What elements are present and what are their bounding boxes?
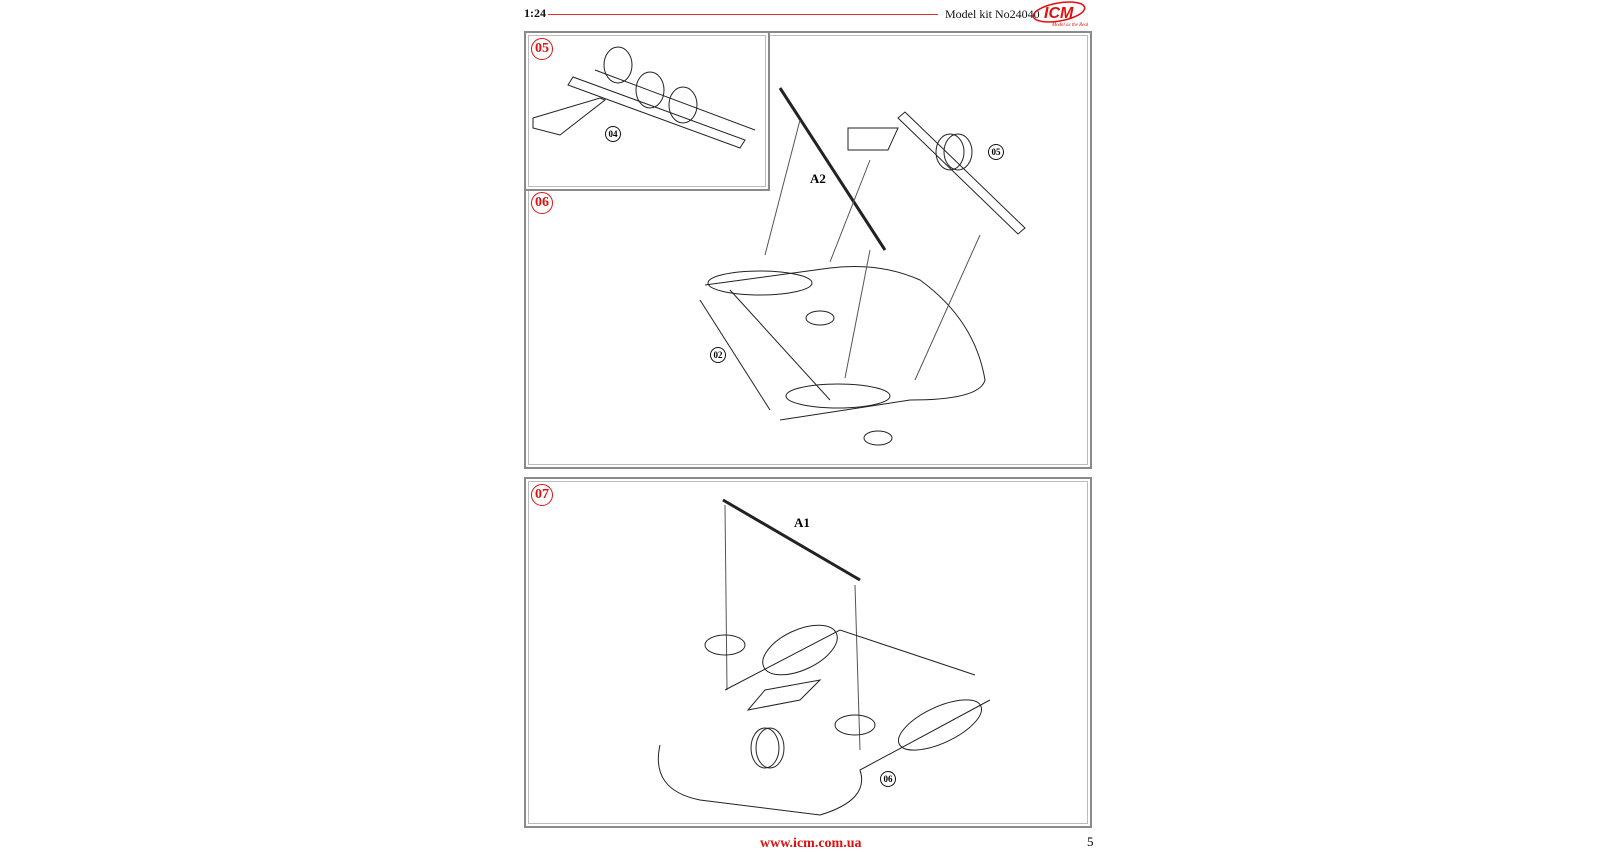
footer-url[interactable]: www.icm.com.ua <box>760 836 862 851</box>
ref-02: 02 <box>710 347 726 363</box>
step-06-number: 06 <box>531 192 553 214</box>
step-05-number: 05 <box>531 38 553 60</box>
step-05-panel <box>524 31 770 191</box>
part-a1-label: A1 <box>794 515 810 530</box>
part-a2-label: A2 <box>810 171 826 186</box>
ref-05: 05 <box>988 144 1004 160</box>
step-07-number: 07 <box>531 484 553 506</box>
page-number: 5 <box>1087 834 1094 849</box>
model-number: Model kit No24040 <box>945 7 1040 21</box>
ref-04: 04 <box>605 126 621 142</box>
ref-06: 06 <box>880 771 896 787</box>
header-rule <box>548 14 938 15</box>
svg-text:ICM: ICM <box>1044 5 1074 22</box>
scale-label: 1:24 <box>524 6 546 20</box>
svg-text:Model as the Real: Model as the Real <box>1051 23 1088 28</box>
